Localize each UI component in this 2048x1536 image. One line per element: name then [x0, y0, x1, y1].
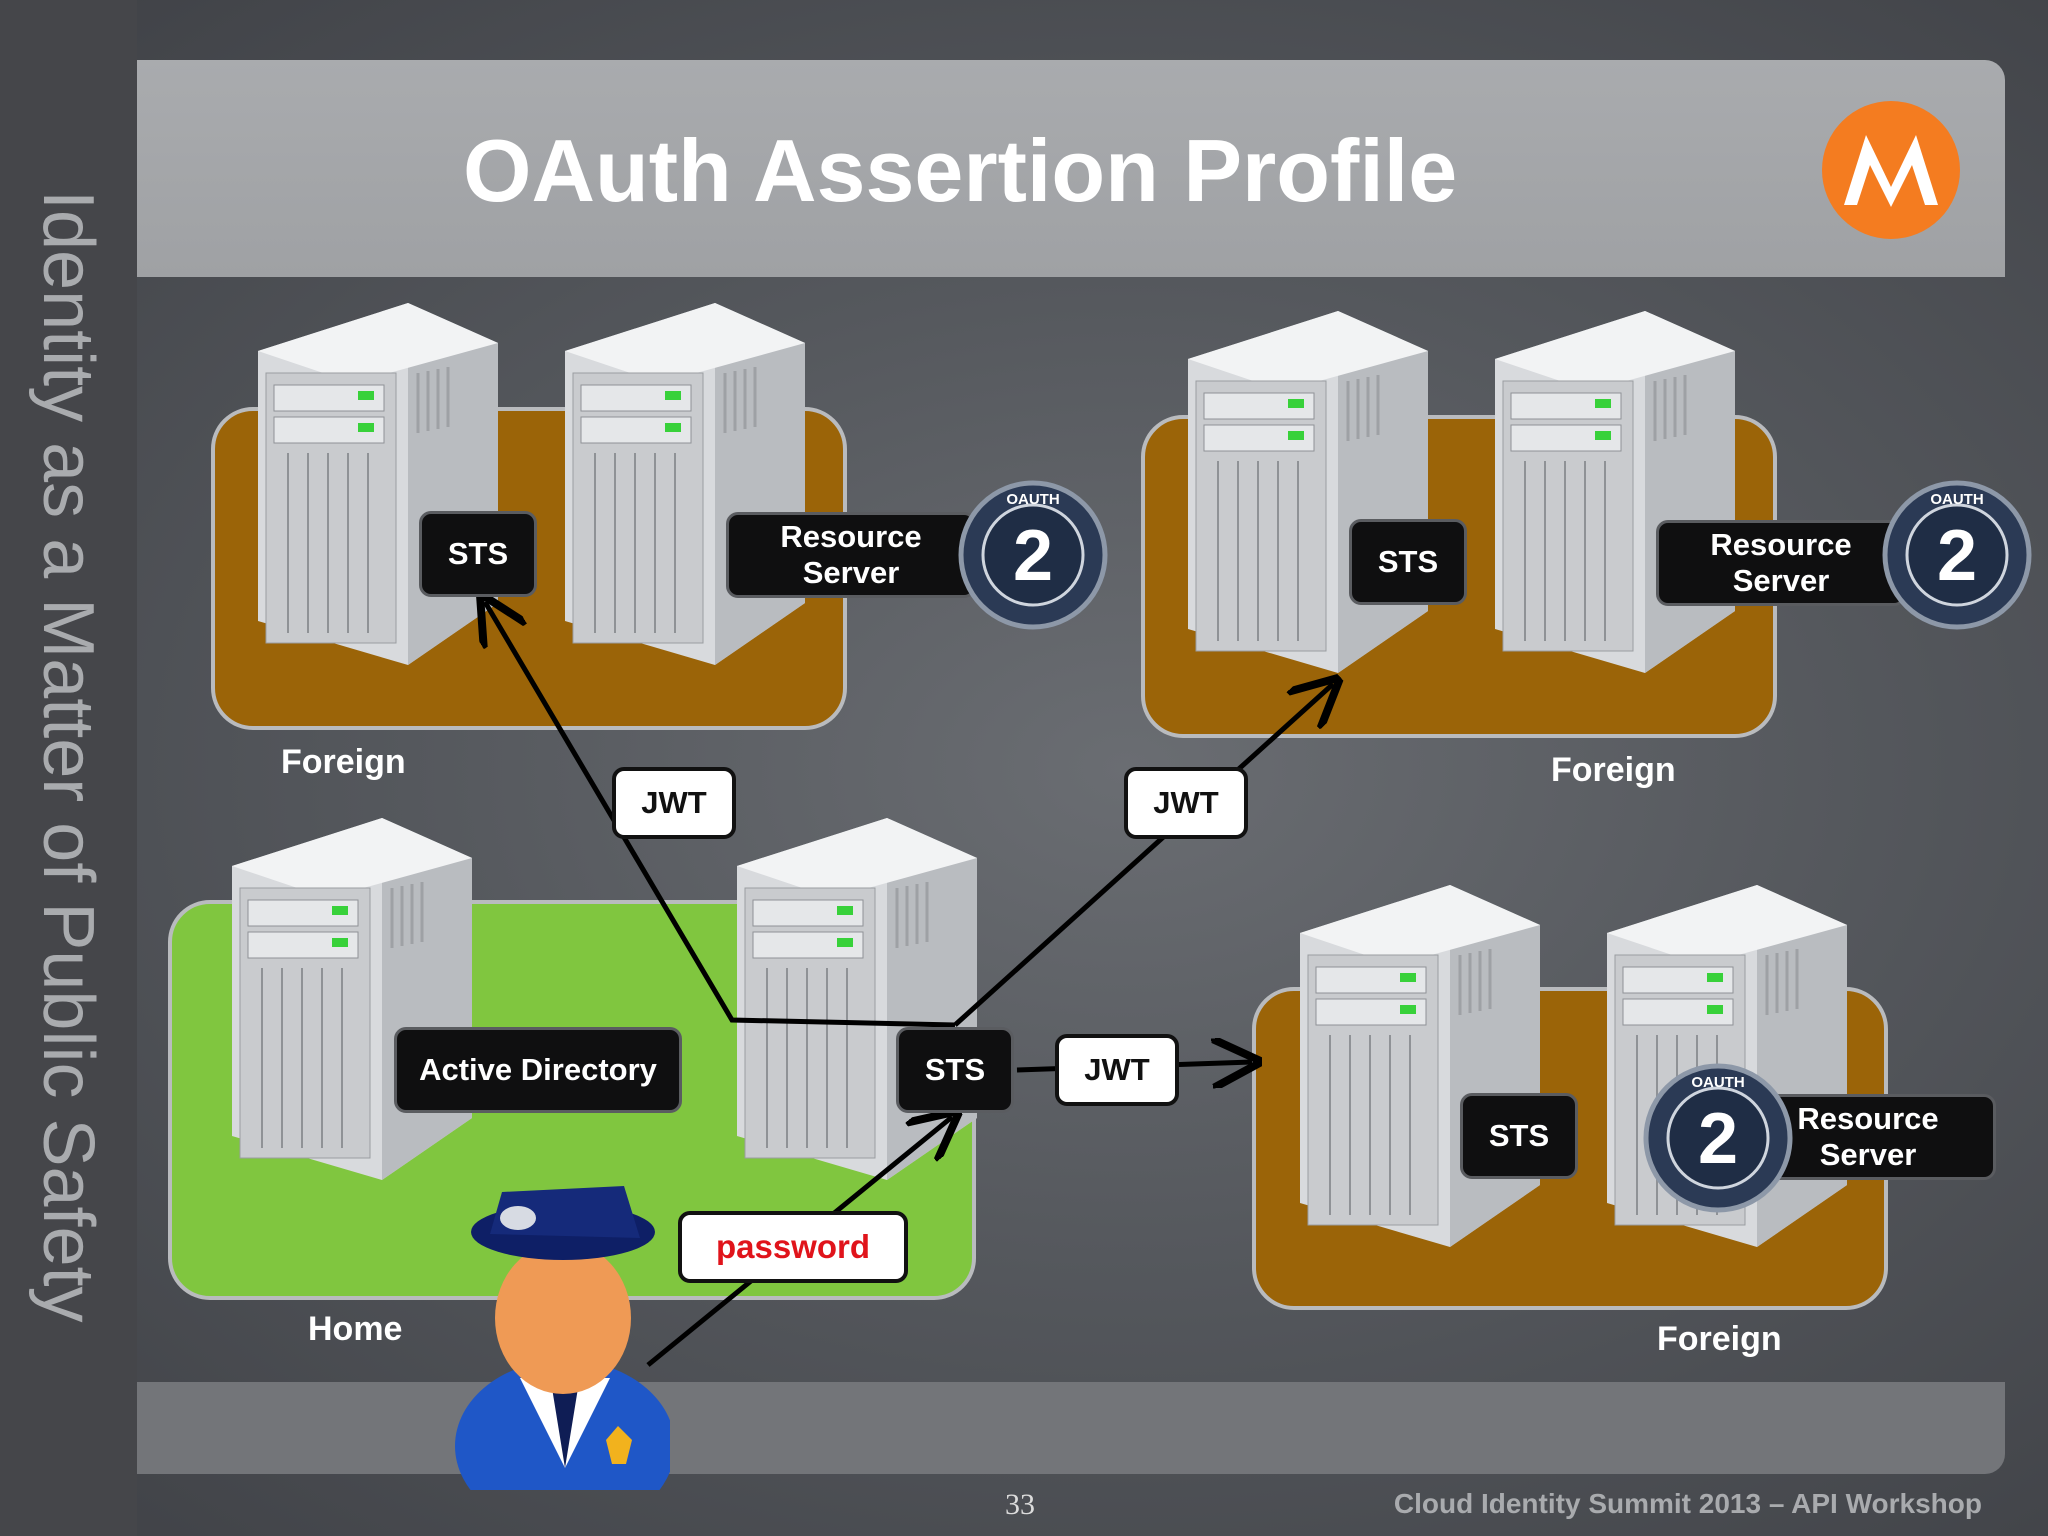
active-directory-label: Active Directory [394, 1027, 682, 1113]
police-officer-icon [455, 1186, 670, 1490]
jwt-token-label: JWT [1124, 767, 1248, 839]
oauth2-badge-ring: OAUTH [1006, 491, 1059, 508]
sts-label: STS [1460, 1093, 1578, 1179]
arrow-to-foreign-top-left-sts [485, 602, 956, 1028]
oauth2-badge-number: 2 [1698, 1099, 1738, 1179]
zone-label-home: Home [308, 1310, 403, 1348]
zone-label-foreign: Foreign [1551, 751, 1676, 789]
motorola-m-icon [1844, 135, 1938, 207]
arrow-to-foreign-top-right-sts [953, 684, 1333, 1027]
oauth2-badge-icon: 2 OAUTH [1643, 1063, 1793, 1213]
resource-server-label: Resource Server [1656, 520, 1906, 606]
title-band [137, 60, 2005, 277]
oauth2-badge-ring: OAUTH [1691, 1074, 1744, 1091]
sts-label: STS [419, 511, 537, 597]
sts-label: STS [1349, 519, 1467, 605]
page-title: OAuth Assertion Profile [463, 121, 1458, 220]
motorola-logo [1822, 101, 1960, 239]
oauth2-badge-ring: OAUTH [1930, 491, 1983, 508]
resource-server-line2: Server [1819, 1137, 1917, 1172]
resource-server-line1: Resource [1710, 527, 1852, 563]
sts-label: STS [896, 1027, 1014, 1113]
oauth2-badge-number: 2 [1937, 516, 1977, 596]
sidebar [0, 0, 137, 1536]
resource-server-line1: Resource [780, 519, 922, 555]
resource-server-line2: Server [802, 555, 900, 590]
password-token-label: password [678, 1211, 908, 1283]
jwt-token-label: JWT [1055, 1034, 1179, 1106]
resource-server-line1: Resource [1797, 1101, 1939, 1137]
oauth2-badge-number: 2 [1013, 516, 1053, 596]
footer-band [137, 1382, 2005, 1474]
oauth2-badge-icon: 2 OAUTH [1882, 480, 2032, 630]
zone-label-foreign: Foreign [1657, 1320, 1782, 1358]
resource-server-label: Resource Server [726, 512, 976, 598]
oauth2-badge-icon: 2 OAUTH [958, 480, 1108, 630]
resource-server-line2: Server [1732, 563, 1830, 598]
page-number: 33 [1005, 1488, 1035, 1521]
jwt-token-label: JWT [612, 767, 736, 839]
zone-label-foreign: Foreign [281, 743, 406, 781]
footer-caption: Cloud Identity Summit 2013 – API Worksho… [1393, 1488, 1982, 1519]
